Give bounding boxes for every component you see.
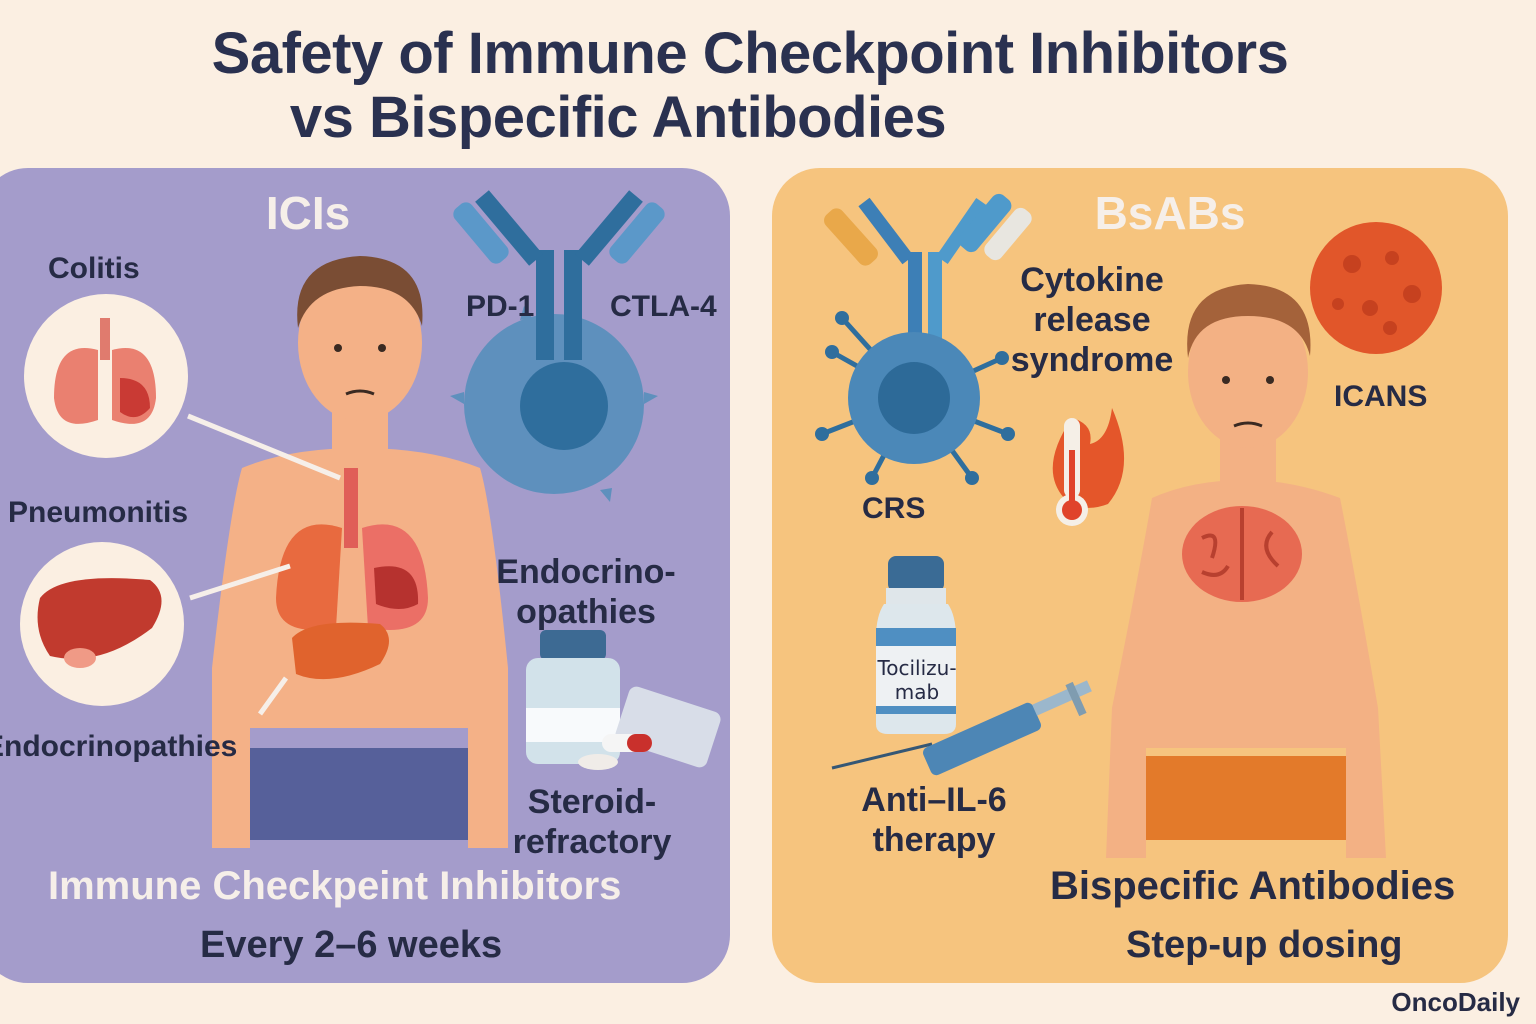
brand-logo: OncoDaily: [1391, 987, 1520, 1017]
brain-icon: [1182, 506, 1302, 602]
crs-full-label: Cytokine release syndrome: [1002, 260, 1182, 380]
lungs-callout-icon: [24, 294, 188, 458]
steroid-line-2: refractory: [512, 823, 672, 861]
title-line-1: Safety of Immune Checkpoint Inhibitors: [211, 21, 1289, 86]
ici-illustration: [20, 190, 721, 848]
lungs-icon: [276, 468, 428, 630]
vial-line-2: mab: [894, 680, 940, 704]
anti-il6-line-2: therapy: [872, 821, 996, 859]
crs-label: CRS: [862, 492, 926, 525]
ici-footer-title: Immune Checkpeint Inhibitors: [48, 864, 622, 908]
t-cell-icon: [450, 306, 658, 502]
pd1-label: PD-1: [466, 290, 535, 323]
crs-line-2: release: [1033, 301, 1151, 339]
title-line-2: vs Bispecific Antibodies: [289, 85, 947, 150]
bsab-footer-sub: Step-up dosing: [1126, 924, 1403, 966]
liver-callout-icon: [20, 542, 184, 706]
ici-footer-sub: Every 2–6 weeks: [200, 924, 503, 966]
bsab-footer-title: Bispecific Antibodies: [1050, 864, 1456, 908]
pneumonitis-label: Pneumonitis: [8, 496, 189, 529]
anti-il6-label: Anti–IL-6 therapy: [844, 780, 1024, 860]
virus-icon: [1310, 222, 1442, 354]
antibody-icon: [453, 190, 665, 360]
t-cell-icon: [815, 311, 1015, 485]
ici-panel: ICIs Colitis Pneumonitis Endocrinopathie…: [0, 168, 730, 983]
capsule-icon: [578, 734, 652, 770]
icans-label: ICANS: [1334, 380, 1428, 413]
vial-label: Tocilizu- mab: [872, 656, 962, 704]
bsab-panel: BsABs Cytokine release syndrome CRS ICAN…: [772, 168, 1508, 983]
colitis-label: Colitis: [48, 252, 140, 285]
endocrinopathies-label: Endocrinopathies: [0, 730, 238, 763]
vial-line-1: Tocilizu-: [877, 656, 957, 680]
steroid-refractory-label: Steroid- refractory: [502, 782, 682, 862]
ctla4-label: CTLA-4: [610, 290, 717, 323]
anti-il6-line-1: Anti–IL-6: [861, 781, 1007, 819]
page-title: Safety of Immune Checkpoint Inhibitors v…: [0, 22, 1536, 150]
bispecific-antibody-icon: [824, 193, 1032, 348]
blister-pack-icon: [615, 686, 721, 768]
liver-icon: [292, 622, 389, 680]
syringe-icon: [831, 680, 1092, 776]
ici-heading: ICIs: [265, 187, 351, 239]
endocrino-line-2: opathies: [516, 593, 656, 631]
pill-bottle-icon: [526, 630, 620, 764]
endocrinopathies-right-label: Endocrino- opathies: [496, 552, 676, 632]
person-icon: [212, 256, 508, 848]
bsab-heading: BsABs: [1094, 187, 1246, 239]
endocrino-line-1: Endocrino-: [496, 553, 676, 591]
steroid-line-1: Steroid-: [527, 783, 657, 821]
bsab-illustration: [815, 193, 1442, 858]
vial-icon: [876, 556, 956, 734]
fever-thermometer-icon: [1052, 408, 1125, 526]
person-icon: [1106, 284, 1386, 858]
crs-line-3: syndrome: [1010, 341, 1174, 379]
crs-line-1: Cytokine: [1020, 261, 1164, 299]
